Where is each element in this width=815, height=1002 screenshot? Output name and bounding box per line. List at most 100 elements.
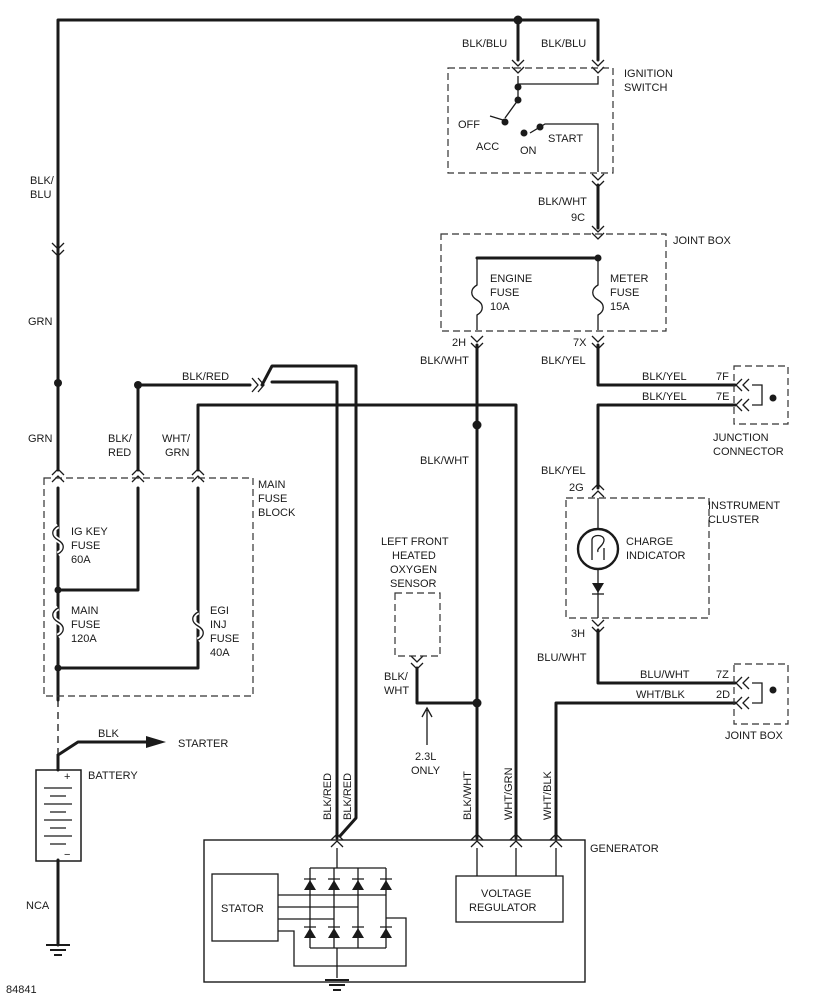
rectifier-ac-leads (278, 894, 407, 967)
ignition-switch: IGNITION SWITCH OFF ACC ON START (447, 67, 673, 174)
ig-key-fuse-label-1: IG KEY (71, 526, 108, 538)
connectors (51, 59, 750, 848)
wire-battery-to-starter (56, 740, 150, 757)
pin-2h: 2H (452, 337, 466, 349)
charge-indicator-label-2: INDICATOR (626, 550, 686, 562)
joint-link-dot (769, 686, 777, 694)
wire-label-v-blk-wht: BLK/WHT (462, 771, 474, 820)
wire-label-blk-wht-sensor-1: BLK/ (384, 671, 409, 683)
wire-top-bus (56, 18, 600, 472)
oxygen-sensor-label-2: HEATED (392, 550, 436, 562)
wire-label-blu-wht-7z: BLU/WHT (640, 669, 690, 681)
joint-box-top-label: JOINT BOX (673, 235, 732, 247)
main-fuse-block: MAIN FUSE BLOCK IG KEY FUSE 60A MAIN FUS… (43, 477, 296, 697)
splice-dot (134, 381, 142, 389)
engine-fuse-label-1: ENGINE (490, 273, 532, 285)
junction-link (752, 384, 763, 406)
egi-inj-fuse-rating: 40A (210, 647, 230, 659)
wire-label-blk-red-left-2: RED (108, 447, 131, 459)
wire-blk-yel-7e (596, 403, 737, 490)
wire-blk-red-a (136, 383, 252, 472)
rectifier-diode-icon (304, 928, 392, 938)
engine-fuse-label-2: FUSE (490, 287, 519, 299)
regulator-leads (476, 848, 557, 876)
connector-icon (591, 59, 605, 74)
generator-box (203, 839, 586, 983)
charge-indicator-label-1: CHARGE (626, 536, 673, 548)
battery-label: BATTERY (88, 770, 138, 782)
splice-dot (54, 664, 62, 672)
voltage-regulator-box (455, 875, 564, 923)
wire-label-v-blk-red-2: BLK/RED (342, 773, 354, 820)
connector-icon (591, 225, 605, 240)
connector-icon (470, 335, 484, 350)
oxygen-sensor-label-3: OXYGEN (390, 564, 437, 576)
wire-label-blk-wht-top: BLK/WHT (538, 196, 587, 208)
connector-icon (511, 59, 525, 74)
figure-id: 84841 (6, 984, 37, 996)
junction-connector-box (733, 365, 789, 425)
oxygen-sensor-label-4: SENSOR (390, 578, 437, 590)
splice-dot (513, 15, 523, 25)
voltage-regulator-label-2: REGULATOR (469, 902, 536, 914)
junction-link-dot (769, 394, 777, 402)
splice-dot (54, 379, 62, 387)
splice-dot (472, 420, 482, 430)
charge-indicator-lamp-icon (576, 527, 620, 571)
egi-inj-fuse-label-1: EGI (210, 605, 229, 617)
joint-link (752, 682, 763, 704)
connector-icon (410, 655, 424, 670)
connector-icon (591, 173, 605, 188)
wire-label-blk-yel-7f: BLK/YEL (642, 371, 687, 383)
switch-contact (514, 96, 522, 104)
connector-icon (549, 833, 563, 848)
wire-label-blk-blu-b: BLK/BLU (541, 38, 586, 50)
wire-label-blk-wht-sensor-2: WHT (384, 685, 409, 697)
joint-box-bottom-box (733, 663, 789, 725)
sensor-note-2: ONLY (411, 765, 441, 777)
ignition-switch-label-1: IGNITION (624, 68, 673, 80)
rectifier-bus (309, 848, 387, 978)
switch-start-arm (529, 123, 599, 172)
connector-icon (591, 483, 605, 498)
voltage-regulator-label-1: VOLTAGE (481, 888, 531, 900)
wire-label-v-wht-grn: WHT/GRN (503, 767, 515, 820)
meter-fuse-label-1: METER (610, 273, 649, 285)
splice-dot (472, 698, 482, 708)
junction-connector-label-1: JUNCTION (713, 432, 769, 444)
connector-icon (735, 398, 750, 412)
battery-box (35, 769, 82, 862)
wire-sensor-branch (415, 666, 479, 705)
wire-label-blk-blu-a: BLK/BLU (462, 38, 507, 50)
egi-inj-fuse-label-3: FUSE (210, 633, 239, 645)
main-fuse-block-label-2: FUSE (258, 493, 287, 505)
wire-label-blk-yel-7e: BLK/YEL (642, 391, 687, 403)
meter-fuse-rating: 15A (610, 301, 630, 313)
connector-icon (51, 242, 65, 257)
instrument-cluster-label-1: INSTRUMENT (708, 500, 780, 512)
ignition-switch-label-2: SWITCH (624, 82, 667, 94)
wire-label-blk-red-top: BLK/RED (182, 371, 229, 383)
instrument-cluster: INSTRUMENT CLUSTER CHARGE INDICATOR (565, 497, 780, 619)
wire-label-blk-blu-left-1: BLK/ (30, 175, 55, 187)
main-fuse-icon (52, 607, 64, 637)
oxygen-sensor: LEFT FRONT HEATED OXYGEN SENSOR 2.3L ONL… (381, 536, 449, 777)
instrument-cluster-label-2: CLUSTER (708, 514, 759, 526)
pin-3h: 3H (571, 628, 585, 640)
wire-label-blk-wht-2h: BLK/WHT (420, 355, 469, 367)
wire-label-blk-blu-left-2: BLU (30, 189, 51, 201)
egi-inj-fuse-label-2: INJ (210, 619, 227, 631)
sensor-note-1: 2.3L (415, 751, 436, 763)
switch-contact-off (501, 118, 509, 126)
wire-label-blk-yel-2g: BLK/YEL (541, 465, 586, 477)
ig-key-fuse-rating: 60A (71, 554, 91, 566)
oxygen-sensor-box (394, 592, 441, 657)
switch-start-label: START (548, 133, 583, 145)
wire-label-v-blk-red-1: BLK/RED (322, 773, 334, 820)
switch-off-label: OFF (458, 119, 480, 131)
wire-blk-red-b (260, 364, 358, 838)
wire-label-blk: BLK (98, 728, 119, 740)
wire-label-grn-lower: GRN (28, 433, 53, 445)
main-fuse-block-box (43, 477, 254, 697)
meter-fuse-icon (592, 258, 604, 330)
